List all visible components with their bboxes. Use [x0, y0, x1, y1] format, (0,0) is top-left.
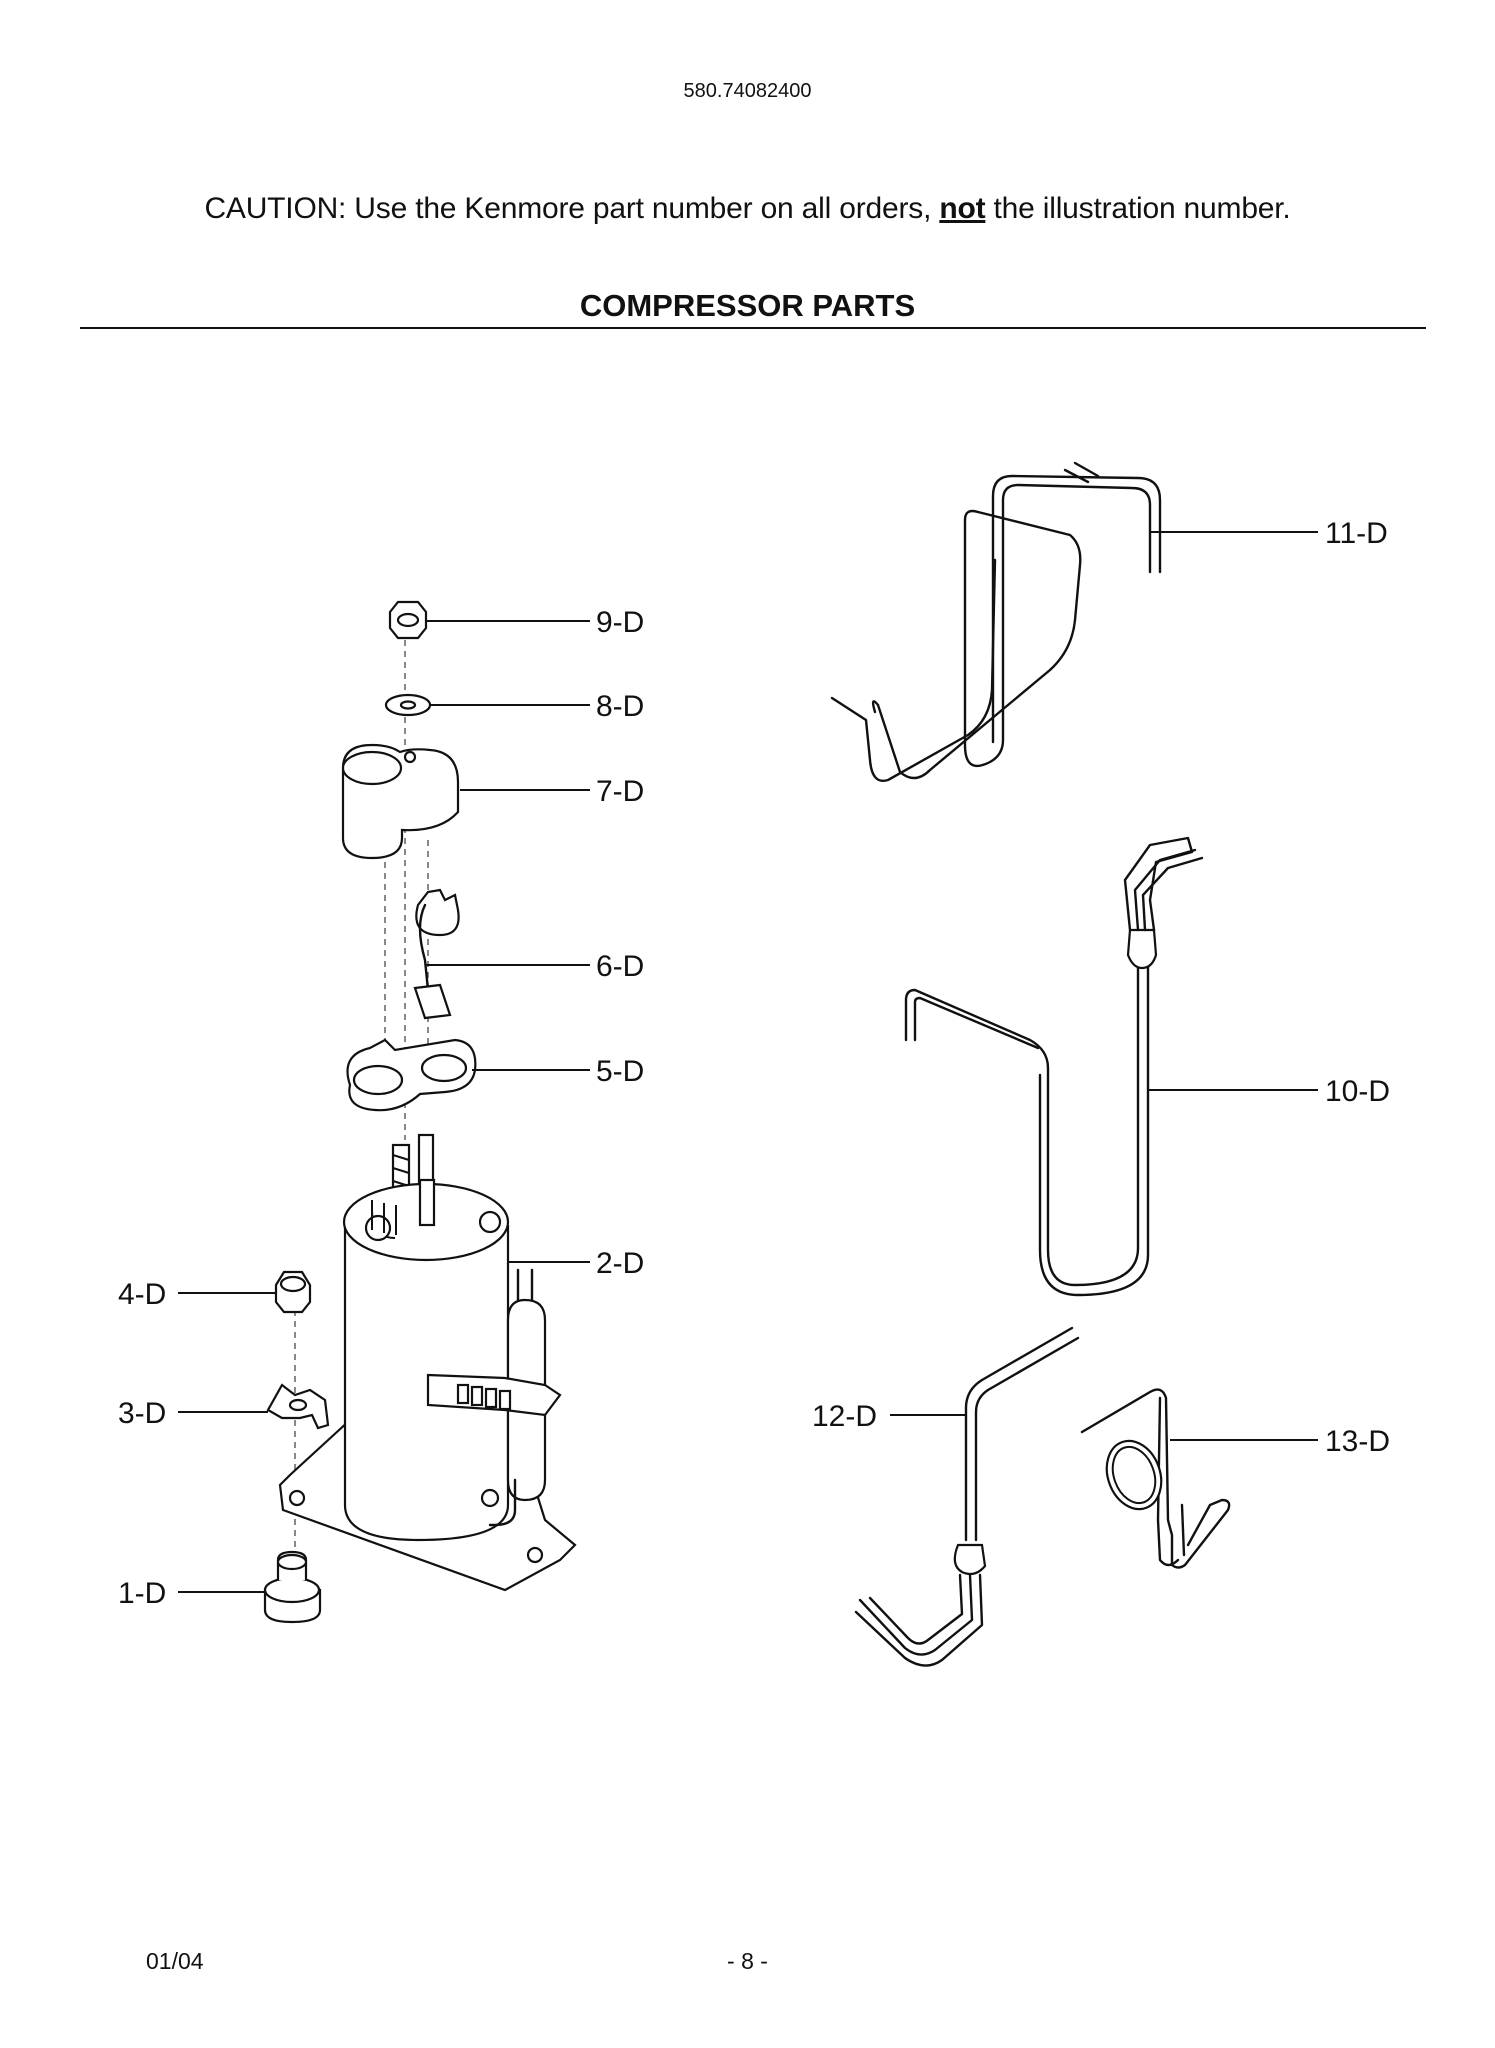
callout-11: 11-D — [1325, 517, 1388, 550]
callout-6: 6-D — [596, 950, 644, 983]
part-7-terminal-cover — [341, 743, 460, 860]
part-1-grommet — [263, 1550, 322, 1624]
callout-7: 7-D — [596, 775, 644, 808]
callout-9: 9-D — [596, 606, 644, 639]
caution-suffix: the illustration number. — [985, 192, 1291, 225]
part-10-tube — [904, 836, 1204, 1297]
callout-2: 2-D — [596, 1247, 644, 1280]
part-4-nut — [274, 1270, 312, 1314]
callout-1: 1-D — [118, 1577, 166, 1610]
callout-8: 8-D — [596, 690, 644, 723]
part-11-discharge-tube — [830, 461, 1162, 782]
part-13-coil-tube — [1080, 1388, 1231, 1569]
part-3-bracket — [266, 1383, 330, 1430]
part-9-nut — [388, 600, 428, 640]
caution-note: CAUTION: Use the Kenmore part number on … — [0, 192, 1495, 226]
callout-13: 13-D — [1325, 1425, 1390, 1458]
part-2-compressor — [278, 1178, 577, 1592]
callout-12: 12-D — [812, 1400, 877, 1433]
callout-3: 3-D — [118, 1397, 166, 1430]
model-number: 580.74082400 — [683, 80, 812, 102]
callout-4: 4-D — [118, 1278, 166, 1311]
section-title: COMPRESSOR PARTS — [579, 288, 916, 323]
title-rule — [80, 327, 1426, 329]
caution-emphasis: not — [939, 192, 986, 225]
compressor-accumulator — [426, 1268, 562, 1527]
part-6-protector — [413, 888, 460, 1020]
callout-10: 10-D — [1325, 1075, 1390, 1108]
part-5-gasket — [346, 1038, 477, 1112]
part-8-washer — [384, 693, 432, 717]
callout-5: 5-D — [596, 1055, 644, 1088]
part-12-tube — [854, 1326, 1080, 1667]
footer-page-number: - 8 - — [727, 1948, 768, 1974]
footer-date: 01/04 — [146, 1948, 204, 1974]
caution-prefix: CAUTION: Use the Kenmore part number on … — [204, 192, 940, 225]
